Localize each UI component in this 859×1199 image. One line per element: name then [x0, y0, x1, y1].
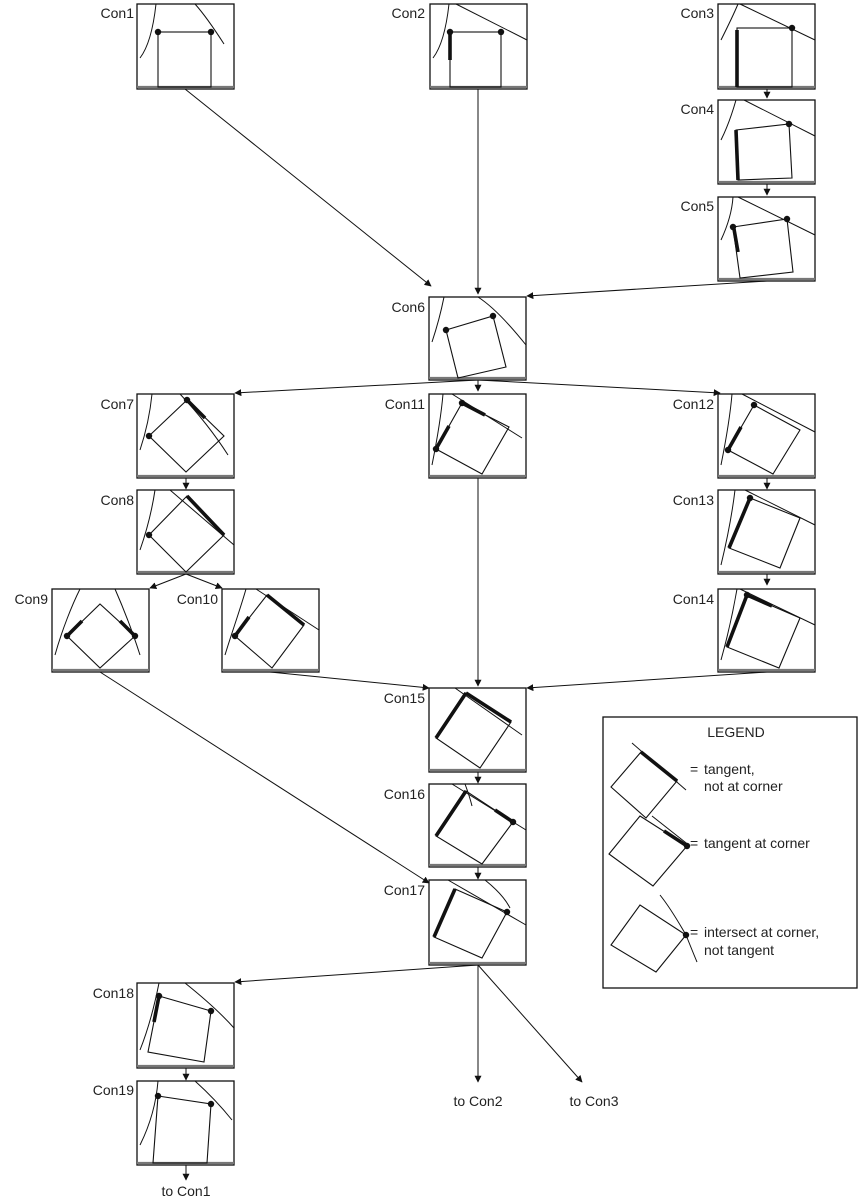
legend-text-3a: intersect at corner, — [704, 924, 819, 940]
legend-text-2a: tangent at corner — [704, 835, 810, 851]
edge-con9-con17 — [99, 671, 430, 884]
edge-con14-con15 — [526, 671, 768, 692]
node-con6: Con6 — [392, 296, 527, 381]
legend-entry-tangent-at-corner: = tangent at corner — [608, 815, 810, 887]
legend-symbol-1: = — [690, 761, 698, 777]
legend-symbol-2: = — [690, 835, 698, 851]
node-label-con3: Con3 — [681, 5, 715, 21]
edge-con1-con6 — [184, 88, 432, 287]
node-label-con1: Con1 — [101, 5, 135, 21]
node-label-con13: Con13 — [673, 492, 714, 508]
node-con16: Con16 — [384, 783, 527, 868]
edge-con17-con18 — [234, 964, 479, 986]
node-label-con14: Con14 — [673, 591, 714, 607]
node-label-con2: Con2 — [392, 5, 426, 21]
node-con12: Con12 — [673, 393, 816, 479]
node-con18: Con18 — [93, 982, 235, 1069]
exit-label-to-con2: to Con2 — [453, 1093, 502, 1109]
node-con10: Con10 — [177, 588, 320, 673]
edge-con6-con12 — [477, 379, 721, 397]
node-con13: Con13 — [673, 489, 816, 575]
edge-con10-con15 — [269, 671, 430, 691]
node-label-con6: Con6 — [392, 299, 426, 315]
node-con4: Con4 — [681, 99, 816, 185]
node-label-con18: Con18 — [93, 985, 134, 1001]
node-con5: Con5 — [681, 196, 816, 282]
node-label-con16: Con16 — [384, 786, 425, 802]
node-con2: Con2 — [392, 3, 528, 90]
legend-title: LEGEND — [707, 724, 765, 740]
legend-text-1b: not at corner — [704, 778, 783, 794]
node-con1: Con1 — [101, 3, 235, 90]
node-con19: Con19 — [93, 1080, 235, 1166]
node-con3: Con3 — [681, 3, 816, 90]
exit-label-to-con1: to Con1 — [161, 1183, 210, 1199]
legend: LEGEND = tangent, not at corner = tangen… — [602, 716, 858, 989]
edge-con5-con6 — [526, 280, 768, 300]
edge-con8-con9 — [149, 573, 187, 589]
legend-symbol-3: = — [690, 924, 698, 940]
node-label-con17: Con17 — [384, 882, 425, 898]
node-label-con12: Con12 — [673, 396, 714, 412]
legend-entry-tangent-not-corner: = tangent, not at corner — [610, 742, 783, 819]
node-con7: Con7 — [101, 393, 235, 479]
node-con11: Con11 — [385, 393, 527, 479]
node-label-con9: Con9 — [15, 591, 49, 607]
edge-con17-to-con3 — [477, 964, 583, 1083]
legend-entry-intersect-at-corner: = intersect at corner, not tangent — [610, 894, 819, 973]
node-con17: Con17 — [384, 879, 527, 966]
node-con9: Con9 — [15, 588, 150, 673]
node-label-con5: Con5 — [681, 198, 715, 214]
legend-box — [602, 716, 858, 989]
legend-text-3b: not tangent — [704, 942, 774, 958]
exit-label-to-con3: to Con3 — [569, 1093, 618, 1109]
node-con15: Con15 — [384, 687, 527, 773]
transition-edges — [99, 88, 771, 1181]
node-label-con7: Con7 — [101, 396, 135, 412]
node-label-con19: Con19 — [93, 1082, 134, 1098]
edge-con8-con10 — [185, 573, 223, 589]
node-con8: Con8 — [101, 489, 235, 575]
legend-text-1a: tangent, — [704, 761, 755, 777]
edge-con6-con7 — [234, 379, 479, 397]
node-label-con11: Con11 — [385, 396, 425, 412]
node-label-con15: Con15 — [384, 690, 425, 706]
node-con14: Con14 — [673, 588, 816, 673]
node-label-con10: Con10 — [177, 591, 218, 607]
node-label-con4: Con4 — [681, 101, 715, 117]
node-label-con8: Con8 — [101, 492, 135, 508]
